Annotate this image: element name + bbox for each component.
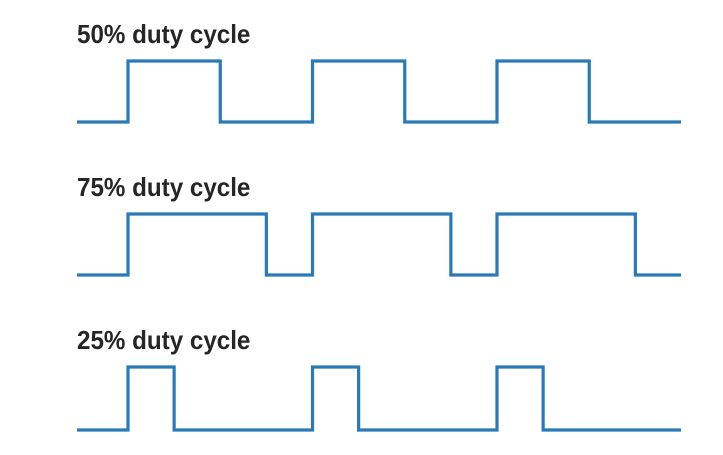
square-wave-75: [77, 212, 681, 277]
waveform-title-25: 25% duty cycle: [77, 325, 251, 355]
square-wave-50: [77, 59, 681, 124]
waveform-title-50: 50% duty cycle: [77, 19, 251, 49]
square-wave-25: [77, 365, 681, 432]
waveform-title-75: 75% duty cycle: [77, 172, 251, 202]
